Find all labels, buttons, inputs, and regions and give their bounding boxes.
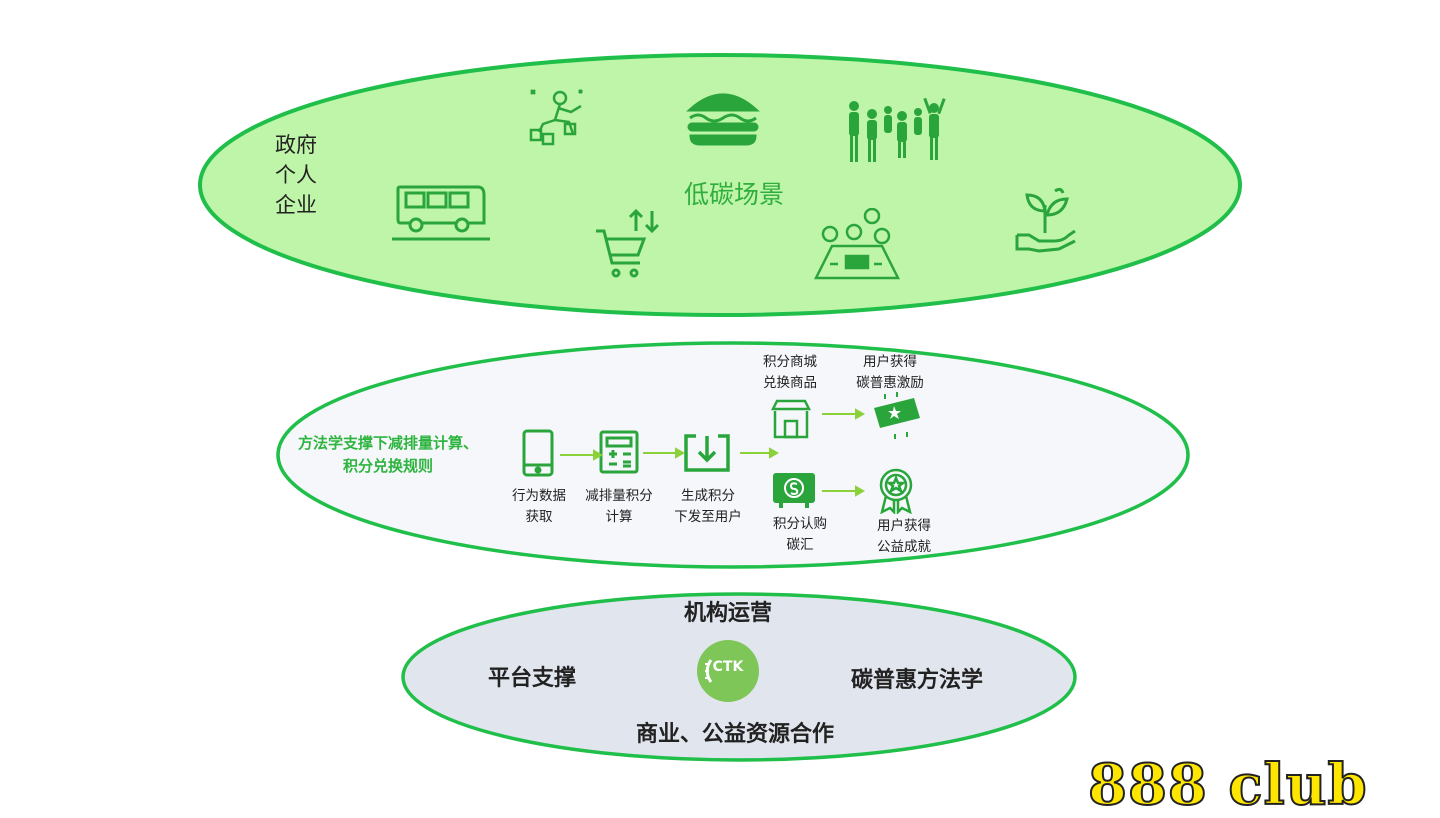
phone-icon <box>522 429 554 477</box>
points-mall-label: 积分商城 兑换商品 <box>752 352 828 394</box>
medal-icon <box>879 468 913 514</box>
step-behavior-data-label: 行为数据 获取 <box>504 486 574 528</box>
public-welfare-line-1: 用户获得 <box>877 518 931 534</box>
recycling-icon <box>529 89 583 146</box>
low-carbon-scene-ellipse <box>198 53 1242 317</box>
points-mall-line-1: 积分商城 <box>763 354 817 370</box>
bus-icon <box>392 185 490 241</box>
public-welfare-label: 用户获得 公益成就 <box>866 516 942 558</box>
points-mall-line-2: 兑换商品 <box>763 375 817 391</box>
operation-title: 机构运营 <box>684 601 773 626</box>
incentive-line-2: 碳普惠激励 <box>856 375 924 391</box>
incentive-line-1: 用户获得 <box>863 354 917 370</box>
plant-hand-icon <box>1015 187 1076 253</box>
carbon-sink-line-2: 碳汇 <box>786 537 814 553</box>
ticket-icon <box>874 392 920 439</box>
incentive-label: 用户获得 碳普惠激励 <box>848 352 932 394</box>
step-2-line-1: 减排量积分 <box>585 488 653 504</box>
actor-individual: 个人 <box>275 163 317 187</box>
public-welfare-line-2: 公益成就 <box>877 539 931 555</box>
step-3-line-2: 下发至用户 <box>674 509 742 525</box>
step-generate-points-label: 生成积分 下发至用户 <box>666 486 750 528</box>
carbon-card-icon <box>773 473 815 508</box>
calculator-icon <box>599 430 639 474</box>
step-reduction-calc-label: 减排量积分 计算 <box>578 486 660 528</box>
watermark: 888 club <box>1087 751 1368 818</box>
ctk-logo: CTK <box>697 640 759 702</box>
download-icon <box>684 434 730 472</box>
method-description: 方法学支撑下减排量计算、 积分兑换规则 <box>298 432 478 478</box>
platform-support-label: 平台支撑 <box>488 666 577 691</box>
store-icon <box>771 399 811 439</box>
meeting-icon <box>813 208 900 280</box>
method-ellipse <box>276 341 1190 569</box>
step-1-line-2: 获取 <box>525 509 553 525</box>
ctk-logo-text: CTK <box>712 659 744 675</box>
method-line-2: 积分兑换规则 <box>343 457 434 475</box>
crowd-icon <box>849 98 946 162</box>
step-1-line-1: 行为数据 <box>512 488 566 504</box>
burger-icon <box>686 93 760 146</box>
actors-list: 政府 个人 企业 <box>275 130 317 220</box>
methodology-label: 碳普惠方法学 <box>851 668 984 693</box>
ctk-logo-ring <box>705 659 713 683</box>
method-line-1: 方法学支撑下减排量计算、 <box>298 434 479 452</box>
actor-enterprise: 企业 <box>275 193 317 217</box>
resource-cooperation-label: 商业、公益资源合作 <box>636 722 835 747</box>
step-2-line-2: 计算 <box>605 509 633 525</box>
step-3-line-1: 生成积分 <box>681 488 735 504</box>
carbon-sink-label: 积分认购 碳汇 <box>762 514 838 556</box>
carbon-sink-line-1: 积分认购 <box>773 516 827 532</box>
actor-government: 政府 <box>275 133 317 157</box>
shopping-cart-icon <box>596 208 660 278</box>
scene-title: 低碳场景 <box>684 180 785 209</box>
